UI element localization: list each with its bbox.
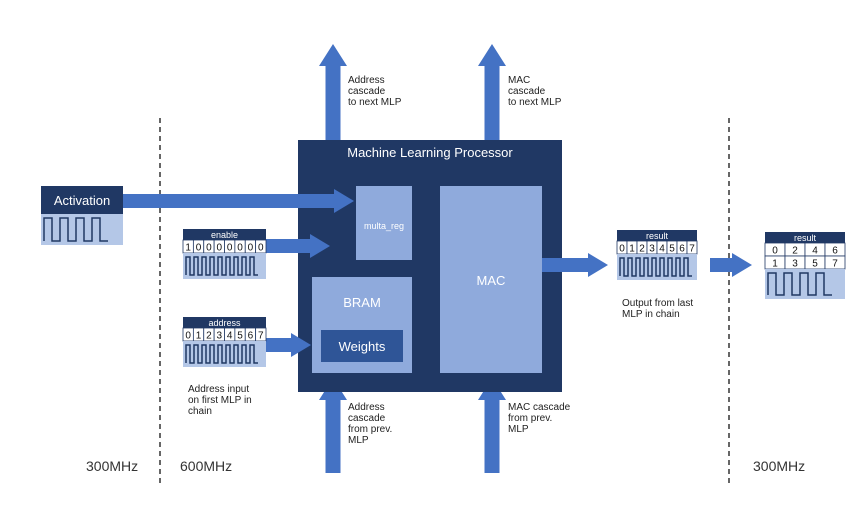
svg-text:Address: Address [348, 402, 385, 413]
svg-text:on first MLP in: on first MLP in [188, 395, 252, 406]
svg-text:MLP in chain: MLP in chain [622, 309, 680, 320]
svg-text:0: 0 [772, 246, 778, 257]
svg-text:4: 4 [812, 246, 818, 257]
svg-text:0: 0 [217, 243, 223, 254]
svg-text:to next MLP: to next MLP [348, 97, 402, 108]
result-transfer-arrow [710, 253, 752, 277]
result-right-waveform [767, 272, 832, 296]
svg-text:7: 7 [832, 259, 838, 270]
svg-text:1: 1 [629, 244, 635, 255]
svg-text:5: 5 [669, 244, 675, 255]
svg-text:0: 0 [185, 331, 191, 342]
svg-text:cascade: cascade [348, 413, 386, 424]
svg-text:MAC cascade: MAC cascade [508, 402, 571, 413]
weights-label: Weights [339, 339, 386, 354]
svg-text:cascade: cascade [348, 86, 386, 97]
result-right-header [765, 232, 845, 243]
svg-text:enable: enable [211, 230, 238, 240]
svg-text:chain: chain [188, 406, 212, 417]
svg-text:6: 6 [248, 331, 254, 342]
svg-text:2: 2 [206, 331, 212, 342]
processor-title: Machine Learning Processor [347, 145, 513, 160]
multa-reg-block [356, 186, 412, 260]
svg-text:2: 2 [639, 244, 645, 255]
svg-text:5: 5 [237, 331, 243, 342]
svg-text:3: 3 [217, 331, 223, 342]
address-signal-waveform [185, 344, 258, 364]
result-signal-600mhz-waveform [619, 257, 692, 277]
svg-text:0: 0 [619, 244, 625, 255]
activation-waveform [43, 217, 108, 242]
mac-label: MAC [477, 273, 506, 288]
enable-signal-waveform [185, 256, 258, 276]
svg-text:3: 3 [649, 244, 655, 255]
svg-text:1: 1 [772, 259, 778, 270]
svg-text:6: 6 [832, 246, 838, 257]
svg-text:from prev.: from prev. [348, 424, 392, 435]
svg-text:6: 6 [679, 244, 685, 255]
svg-text:0: 0 [227, 243, 233, 254]
weights-block [321, 330, 403, 362]
address-signal-header [183, 317, 266, 328]
clock-300mhz-left: 300MHz [86, 458, 138, 474]
svg-text:MLP: MLP [508, 424, 529, 435]
svg-text:0: 0 [237, 243, 243, 254]
address-cascade-out-arrow [319, 44, 347, 140]
activation-arrow [123, 189, 354, 213]
svg-text:7: 7 [689, 244, 695, 255]
address-cascade-in-arrow [319, 378, 347, 473]
svg-text:Activation: Activation [54, 193, 110, 208]
svg-text:Output from last: Output from last [622, 298, 693, 309]
activation-signal: Activation [41, 186, 123, 245]
address-arrow [266, 333, 311, 357]
svg-text:from prev.: from prev. [508, 413, 552, 424]
svg-text:3: 3 [792, 259, 798, 270]
svg-text:MAC: MAC [508, 75, 530, 86]
svg-text:4: 4 [659, 244, 665, 255]
result-signal-600mhz-header [617, 230, 697, 241]
svg-text:address: address [208, 318, 241, 328]
bram-label: BRAM [343, 295, 381, 310]
svg-text:0: 0 [258, 243, 264, 254]
enable-arrow [266, 234, 330, 258]
mac-cascade-out-arrow [478, 44, 506, 140]
enable-signal-header [183, 229, 266, 240]
result-right-waveform-bg [765, 269, 845, 299]
svg-text:MLP: MLP [348, 435, 369, 446]
svg-text:2: 2 [792, 246, 798, 257]
svg-text:result: result [646, 231, 669, 241]
svg-text:Address: Address [348, 75, 385, 86]
mac-block [440, 186, 542, 373]
svg-text:0: 0 [196, 243, 202, 254]
result-signal-300mhz: result 0 2 4 6 1 3 5 7 [764, 232, 846, 299]
svg-text:1: 1 [196, 331, 202, 342]
activation-header [41, 186, 123, 214]
svg-text:5: 5 [812, 259, 818, 270]
svg-text:to next MLP: to next MLP [508, 97, 562, 108]
multa-reg-label: multa_reg [364, 221, 404, 231]
svg-text:0: 0 [248, 243, 254, 254]
activation-waveform-bg [41, 214, 123, 245]
svg-text:4: 4 [227, 331, 233, 342]
svg-text:7: 7 [258, 331, 264, 342]
svg-text:1: 1 [185, 243, 191, 254]
svg-text:cascade: cascade [508, 86, 546, 97]
clock-600mhz: 600MHz [180, 458, 232, 474]
mac-output-arrow [542, 253, 608, 277]
mac-cascade-in-arrow [478, 378, 506, 473]
svg-text:0: 0 [206, 243, 212, 254]
clock-300mhz-right: 300MHz [753, 458, 805, 474]
svg-text:result: result [794, 233, 817, 243]
svg-text:Address input: Address input [188, 384, 249, 395]
